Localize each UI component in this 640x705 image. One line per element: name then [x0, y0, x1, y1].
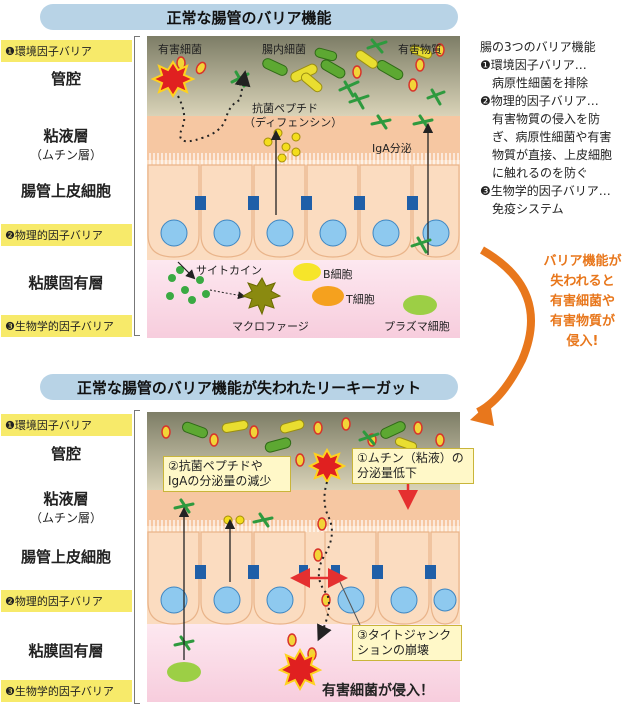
callout-1-line-2: 分泌量低下	[357, 466, 418, 480]
environmental-barrier-tag-2: ❶環境因子バリア	[1, 414, 132, 436]
harmful-bacteria-icon-2	[307, 447, 347, 485]
b-cell-label: B細胞	[323, 268, 353, 281]
epithelium-label-2: 腸管上皮細胞	[20, 548, 111, 566]
section1-layers	[147, 36, 460, 338]
lumen-label-2: 管腔	[50, 445, 81, 463]
transition-line-2: 失われると	[550, 274, 615, 289]
side-line-6: 物質が直接、上皮細胞	[480, 148, 613, 162]
callout-1-line-1: ①ムチン（粘液）の	[357, 451, 464, 465]
epithelium-label-1: 腸管上皮細胞	[20, 182, 111, 200]
mucus-sub-label-2: （ムチン層）	[29, 511, 102, 525]
harmful-bacteria-icon-3	[277, 647, 323, 692]
harmful-substance-label: 有害物質	[398, 43, 442, 56]
transition-text: バリア機能が 失われると 有害細菌や 有害物質が 侵入!	[525, 252, 640, 352]
iga-label: IgA分泌	[372, 142, 412, 155]
side-line-7: に触れるのを防ぐ	[480, 166, 589, 180]
transition-line-3: 有害細菌や	[549, 294, 615, 309]
callout-3-line-1: ③タイトジャンク	[357, 628, 452, 642]
biological-barrier-tag-1: ❸生物学的因子バリア	[1, 315, 132, 337]
gut-bacteria-label: 腸内細菌	[262, 43, 306, 56]
mucus-label-2: 粘液層	[43, 490, 89, 508]
lamina-label-2: 粘膜固有層	[28, 642, 104, 660]
callout-2-line-1: ②抗菌ペプチドや	[168, 459, 263, 473]
side-line-2: 病原性細菌を排除	[480, 76, 589, 90]
section1-bacteria	[150, 38, 446, 143]
section1-title: 正常な腸管のバリア機能	[40, 4, 458, 30]
side-line-1: ❶環境因子バリア…	[480, 58, 587, 72]
peptide-label: 抗菌ペプチド	[252, 102, 318, 115]
macrophage-label: マクロファージ	[232, 320, 309, 333]
transition-line-4: 有害物質が	[549, 314, 615, 329]
t-cell-label: T細胞	[346, 293, 375, 306]
side-line-9: 免疫システム	[480, 202, 564, 216]
bracket-2	[134, 410, 140, 704]
invade-text: 有害細菌が侵入！	[322, 683, 434, 699]
transition-line-5: 侵入!	[566, 334, 599, 349]
harmful-bacteria-label: 有害細菌	[158, 43, 202, 56]
plasma-cell-icon-2	[167, 662, 201, 682]
environmental-barrier-tag-1: ❶環境因子バリア	[1, 40, 132, 62]
cytokine-label: サイトカイン	[196, 264, 262, 277]
section2-title: 正常な腸管のバリア機能が失われたリーキーガット	[40, 374, 458, 400]
mucus-label-1: 粘液層	[43, 127, 89, 145]
lumen-label-1: 管腔	[50, 70, 81, 88]
transition-line-1: バリア機能が	[543, 254, 622, 269]
peptide-sub-label: （ディフェンシン）	[244, 116, 343, 129]
physical-barrier-tag-2: ❷物理的因子バリア	[1, 590, 132, 612]
side-line-5: ぎ、病原性細菌や有害	[480, 130, 612, 144]
physical-barrier-tag-1: ❷物理的因子バリア	[1, 224, 132, 246]
callout-mucin-decline: ①ムチン（粘液）の 分泌量低下	[352, 448, 474, 484]
b-cell-icon	[293, 263, 321, 281]
callout-3-line-2: ションの崩壊	[357, 643, 430, 657]
side-line-8: ❸生物学的因子バリア…	[480, 184, 611, 198]
side-panel-heading: 腸の3つのバリア機能	[480, 40, 596, 54]
plasma-label: プラズマ細胞	[384, 320, 450, 333]
mucus-sub-label-1: （ムチン層）	[29, 148, 102, 162]
callout-2-line-2: IgAの分泌量の減少	[168, 474, 272, 488]
harmful-bacteria-icon-1	[150, 60, 196, 98]
bracket-1	[134, 36, 140, 336]
t-cell-icon	[312, 286, 344, 306]
transition-arrow	[476, 246, 535, 416]
macrophage-icon	[241, 276, 282, 316]
side-line-3: ❷物理的因子バリア…	[480, 94, 599, 108]
side-line-4: 有害物質の侵入を防	[480, 112, 601, 126]
callout-peptide-decline: ②抗菌ペプチドや IgAの分泌量の減少	[163, 456, 291, 492]
plasma-cell-icon	[403, 295, 437, 315]
callout-tight-junction: ③タイトジャンク ションの崩壊	[352, 625, 462, 661]
biological-barrier-tag-2: ❸生物学的因子バリア	[1, 680, 132, 702]
lamina-label-1: 粘膜固有層	[28, 274, 104, 292]
